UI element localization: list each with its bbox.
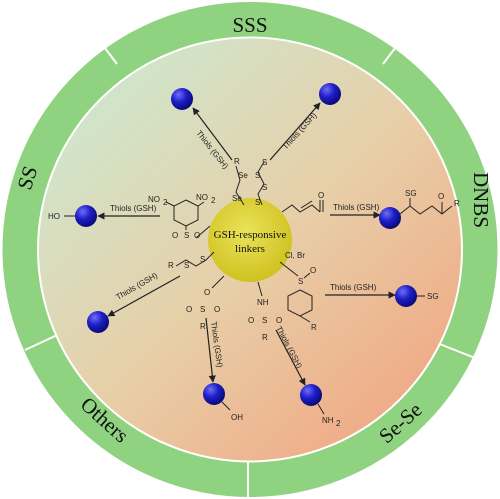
chem-r-2: R [454, 199, 460, 208]
chem-ho: HO [48, 212, 60, 221]
chem-s-5: S [298, 277, 303, 286]
ring-label-dnbs: DNBS [469, 172, 493, 228]
chem-o-9: O [172, 231, 178, 240]
chem-o-2: O [438, 192, 444, 201]
sphere-se [171, 88, 193, 110]
sphere-dnbs [75, 205, 97, 227]
chem-o-6: O [204, 288, 210, 297]
chem-s-2: S [262, 183, 267, 192]
arrow-label-aryl: Thiols (GSH) [330, 283, 377, 292]
chem-no2-1: NO [148, 195, 160, 204]
branch-aryl-sulfoxide: Cl, Br S O R Thiols (GSH) SG [279, 251, 439, 332]
center-circle [208, 198, 292, 282]
chem-no2-1-sub: 2 [163, 198, 168, 207]
center-label-line2: linkers [235, 243, 265, 255]
sphere-sulfonamide [300, 384, 322, 406]
chem-nh2-sub: 2 [336, 419, 341, 428]
branch-michael-acceptor: O Thiols (GSH) SG O R [281, 189, 460, 229]
chem-r-5: R [200, 322, 206, 331]
center-label-line1: GSH-responsive [214, 229, 287, 241]
chem-s-3: S [255, 171, 260, 180]
chem-s-1: S [255, 198, 260, 207]
chem-o-4: O [248, 316, 254, 325]
chem-s-4: S [262, 158, 267, 167]
sphere-michael [379, 207, 401, 229]
chem-s-8: S [184, 261, 189, 270]
chem-no2-2-sub: 2 [211, 196, 216, 205]
chem-r-6: R [168, 261, 174, 270]
chem-s-9: S [200, 255, 205, 264]
chem-no2-2: NO [196, 193, 208, 202]
sphere-sulfonate [203, 383, 225, 405]
chem-s-6: S [262, 316, 267, 325]
chem-r-1: R [234, 157, 240, 166]
arrow-label-dnbs: Thiols (GSH) [110, 204, 157, 213]
chem-s-7: S [200, 305, 205, 314]
sphere-aryl [395, 285, 417, 307]
chem-r-3: R [311, 323, 317, 332]
sphere-disulfide [87, 311, 109, 333]
chem-sg-1: SG [405, 189, 417, 198]
chem-o-3: O [310, 266, 316, 275]
chem-cl-br: Cl, Br [285, 251, 305, 260]
chem-nh2: NH [322, 416, 334, 425]
chem-sg-2: SG [427, 292, 439, 301]
chem-nh-1: NH [257, 298, 269, 307]
chem-s-10: S [184, 231, 189, 240]
chem-o-8: O [214, 305, 220, 314]
chem-se-1: Se [232, 194, 242, 203]
chem-o-7: O [186, 305, 192, 314]
branch-dnbs: NO 2 NO 2 S O O Thiols (GSH) HO [48, 193, 216, 240]
sphere-sss [319, 83, 341, 105]
chem-o-10: O [194, 231, 200, 240]
chem-oh: OH [231, 413, 243, 422]
arrow-label-michael: Thiols (GSH) [333, 203, 380, 212]
chem-se-2: Se [238, 171, 248, 180]
ring-label-sss: SSS [232, 13, 267, 37]
chem-r-4: R [262, 333, 268, 342]
chem-o-1: O [318, 191, 324, 200]
chem-o-5: O [276, 316, 282, 325]
